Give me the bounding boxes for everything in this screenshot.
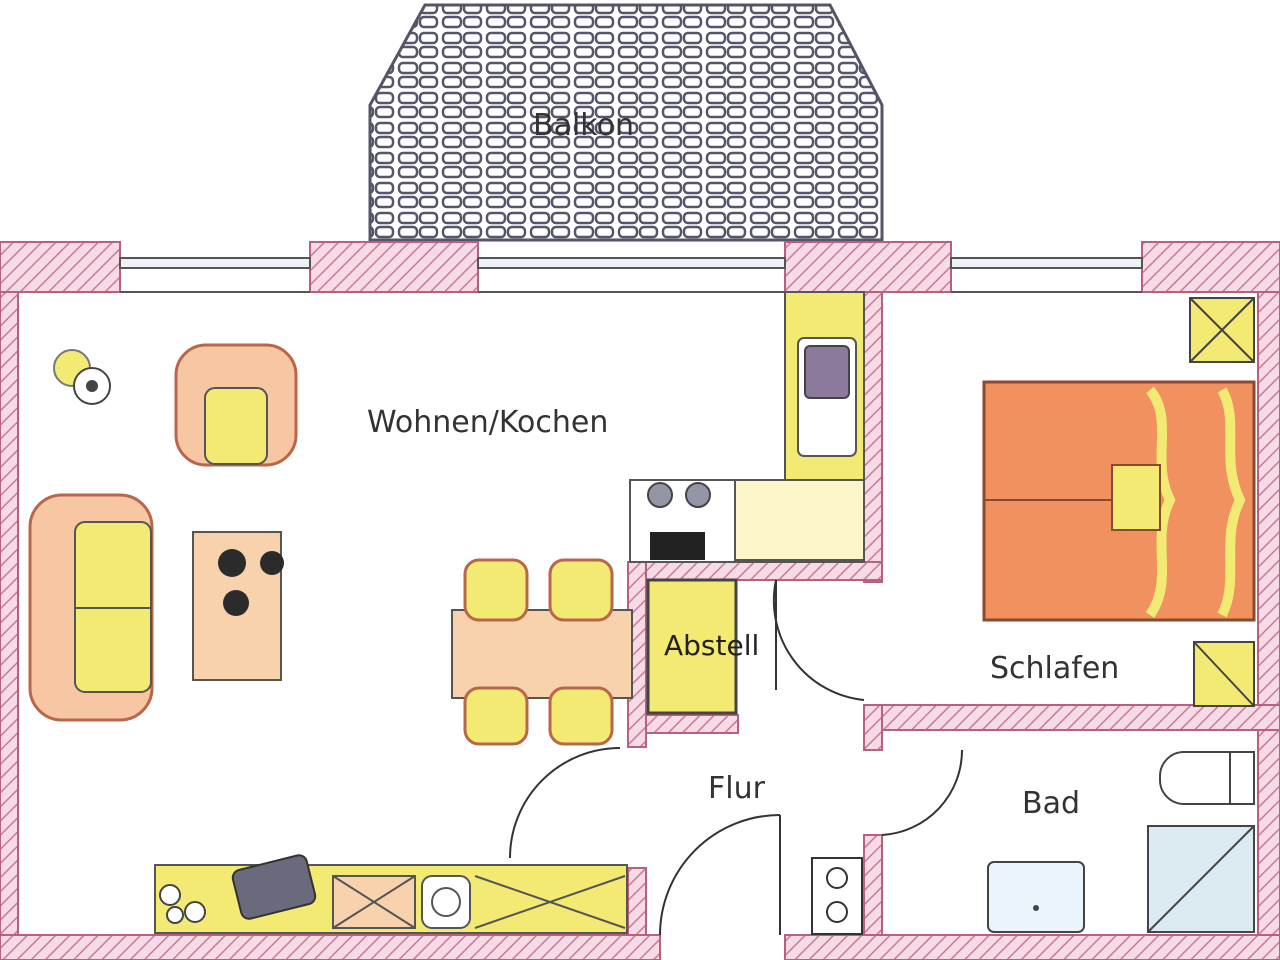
- walls: [0, 241, 1280, 960]
- plant-icon: [218, 549, 284, 616]
- washbasin-icon: [987, 861, 1085, 933]
- plant-icon: [159, 884, 206, 924]
- kitchen-counter: [629, 291, 865, 563]
- tv-icon: [231, 854, 317, 920]
- label-schlafen: Schlafen: [990, 651, 1119, 686]
- balcony: [368, 3, 884, 242]
- bath-fixtures: [987, 751, 1255, 933]
- label-abstell: Abstell: [664, 629, 759, 662]
- doors: [509, 579, 964, 936]
- meter-box: [811, 857, 863, 935]
- living-furniture: [28, 343, 633, 934]
- windows: [119, 257, 1143, 293]
- label-wohnen-kochen: Wohnen/Kochen: [367, 405, 608, 440]
- label-balkon: Balkon: [533, 108, 634, 143]
- label-flur: Flur: [708, 771, 766, 806]
- label-bad: Bad: [1022, 786, 1080, 821]
- storage-shelf: [646, 578, 738, 715]
- dining-chairs: [463, 558, 614, 746]
- bedroom-furniture: [982, 297, 1256, 707]
- dining-table: [451, 609, 633, 699]
